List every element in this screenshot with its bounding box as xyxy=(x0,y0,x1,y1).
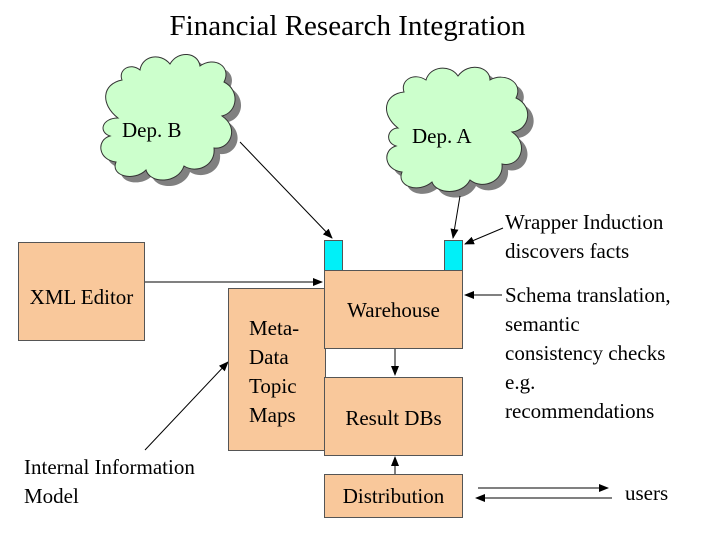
schema-note-line: semantic xyxy=(505,312,580,336)
wrapper-note-line: Wrapper Induction xyxy=(505,210,664,234)
distribution-label: Distribution xyxy=(342,484,445,508)
arrow-depa-to-wrapper xyxy=(450,195,461,239)
schema-note: Schema translation, semantic consistency… xyxy=(505,281,671,426)
metadata-box: Meta- Data Topic Maps xyxy=(228,288,326,451)
wrapper-note: Wrapper Induction discovers facts xyxy=(505,208,663,266)
schema-note-line: Schema translation, xyxy=(505,283,671,307)
schema-note-line: e.g. xyxy=(505,370,536,394)
result-dbs-box: Result DBs xyxy=(324,377,463,456)
xml-editor-box: XML Editor xyxy=(18,242,145,341)
internal-model-line: Model xyxy=(24,484,79,508)
wrapper-tab-right xyxy=(444,240,463,271)
warehouse-label: Warehouse xyxy=(347,298,440,322)
result-dbs-label: Result DBs xyxy=(345,406,442,430)
metadata-line: Maps xyxy=(249,403,296,427)
arrow-wrapper-note xyxy=(464,227,504,245)
metadata-line: Data xyxy=(249,345,289,369)
cloud-label-dep-a: Dep. A xyxy=(412,124,472,148)
schema-note-line: consistency checks xyxy=(505,341,666,365)
diagram-title: Financial Research Integration xyxy=(169,10,526,42)
wrapper-note-line: discovers facts xyxy=(505,239,630,263)
metadata-line: Meta- xyxy=(249,316,300,340)
users-label: users xyxy=(625,481,669,505)
xml-editor-label: XML Editor xyxy=(29,285,134,309)
warehouse-box: Warehouse xyxy=(324,270,463,349)
distribution-box: Distribution xyxy=(324,474,463,518)
arrow-internal-to-metadata xyxy=(144,361,229,451)
schema-note-line: recommendations xyxy=(505,399,655,423)
cloud-dep-a-shape xyxy=(386,66,528,192)
internal-model-note: Internal Information Model xyxy=(24,453,195,511)
wrapper-tab-left xyxy=(324,240,343,271)
metadata-line: Topic xyxy=(249,374,297,398)
internal-model-line: Internal Information xyxy=(24,455,195,479)
cloud-label-dep-b: Dep. B xyxy=(122,118,182,142)
arrow-depb-to-wrapper xyxy=(239,141,333,239)
cloud-dep-b-shape xyxy=(100,54,236,181)
